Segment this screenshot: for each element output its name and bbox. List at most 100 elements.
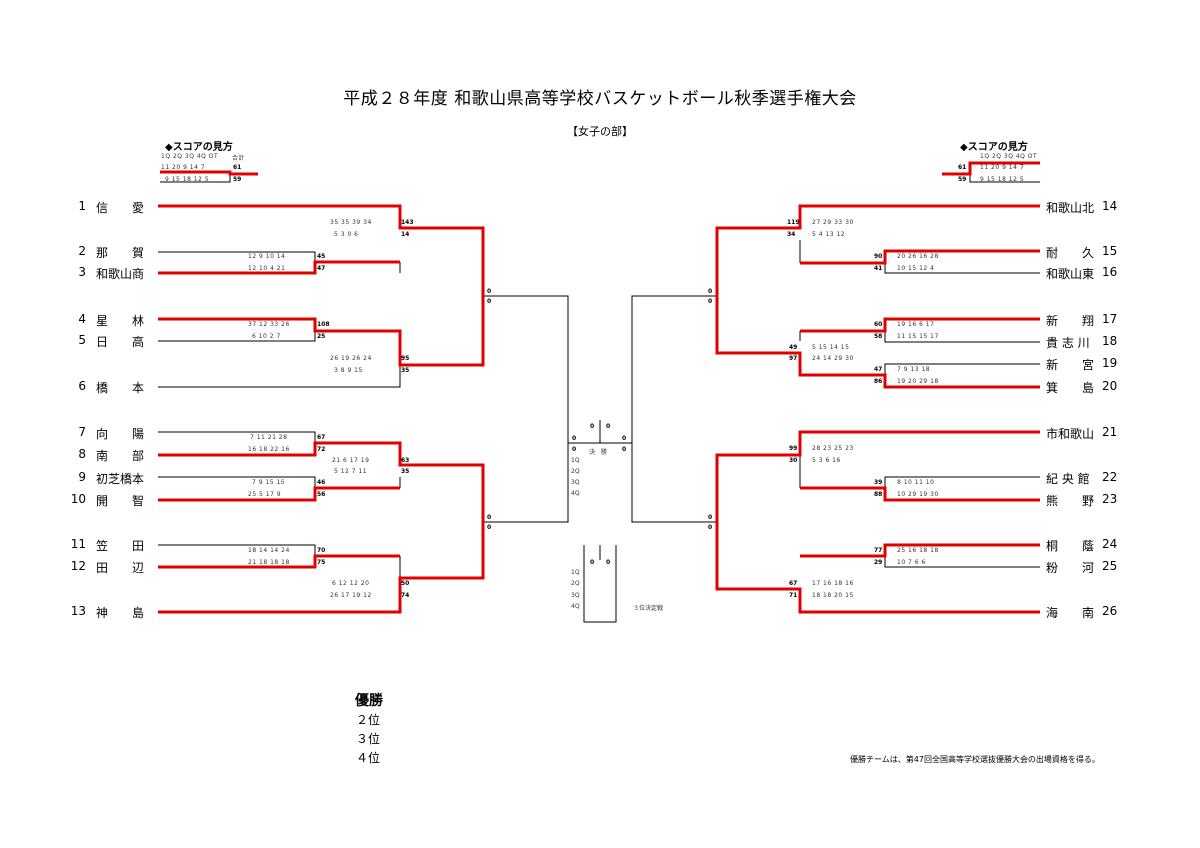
total-score: 50 bbox=[401, 580, 410, 587]
third-score: 0 bbox=[590, 559, 595, 566]
total-score: 34 bbox=[787, 231, 796, 238]
team-number: 11 bbox=[70, 537, 86, 551]
team-name: 貴 志 川 bbox=[1046, 336, 1090, 350]
total-score: 60 bbox=[874, 321, 883, 328]
quarter-scores: 5 3 6 16 bbox=[812, 457, 841, 464]
team-name: 南 部 bbox=[96, 449, 145, 463]
team-name: 海 南 bbox=[1046, 606, 1095, 620]
total-score: 72 bbox=[317, 446, 326, 453]
quarter-scores: 19 20 29 18 bbox=[897, 378, 939, 385]
quarter-scores: 26 19 26 24 bbox=[330, 355, 372, 362]
total-score: 46 bbox=[317, 479, 326, 486]
quarter-scores: 5 12 7 11 bbox=[334, 468, 368, 475]
team-number: 17 bbox=[1102, 312, 1118, 326]
final-score: 0 bbox=[572, 435, 577, 442]
total-score: 74 bbox=[401, 592, 410, 599]
total-score: 0 bbox=[487, 298, 492, 305]
quarter-scores: 35 35 39 34 bbox=[330, 219, 372, 226]
quarter-label: 3Q bbox=[571, 592, 580, 599]
team-name: 田 辺 bbox=[96, 561, 145, 575]
quarter-label: 2Q bbox=[571, 580, 580, 587]
quarter-scores: 27 29 33 30 bbox=[812, 219, 854, 226]
total-score: 35 bbox=[401, 367, 410, 374]
legend-total2-left: 59 bbox=[233, 176, 242, 183]
quarter-scores: 19 16 6 17 bbox=[897, 321, 935, 328]
team-number: 18 bbox=[1102, 334, 1118, 348]
team-name: 粉 河 bbox=[1046, 561, 1095, 575]
place-champion: 優勝 bbox=[355, 693, 383, 709]
team-number: 3 bbox=[78, 265, 86, 279]
division-label: 【女子の部】 bbox=[567, 125, 633, 138]
quarter-scores: 26 17 19 12 bbox=[330, 592, 372, 599]
total-score: 119 bbox=[787, 219, 800, 226]
total-score: 0 bbox=[708, 298, 713, 305]
quarter-scores: 24 14 29 30 bbox=[812, 355, 854, 362]
team-number: 8 bbox=[78, 447, 86, 461]
total-score: 108 bbox=[317, 321, 330, 328]
total-score: 143 bbox=[401, 219, 414, 226]
team-name: 星 林 bbox=[96, 314, 145, 328]
legend-row1-left: 11 20 9 14 7 bbox=[161, 164, 206, 171]
total-score: 63 bbox=[401, 457, 410, 464]
final-label: 決 勝 bbox=[589, 449, 608, 456]
quarter-scores: 5 3 0 6 bbox=[334, 231, 359, 238]
team-name: 神 島 bbox=[96, 606, 145, 620]
quarter-scores: 25 5 17 9 bbox=[248, 491, 282, 498]
legend-quarters-right: 1Q 2Q 3Q 4Q OT bbox=[980, 153, 1038, 160]
total-score: 0 bbox=[487, 524, 492, 531]
quarter-label: 4Q bbox=[571, 490, 580, 497]
total-score: 0 bbox=[708, 514, 713, 521]
team-number: 26 bbox=[1102, 604, 1118, 618]
team-name: 新 宮 bbox=[1046, 358, 1095, 372]
page-title: 平成２８年度 和歌山県高等学校バスケットボール秋季選手権大会 bbox=[343, 89, 857, 109]
team-number: 22 bbox=[1102, 470, 1118, 484]
team-name: 日 高 bbox=[96, 335, 145, 349]
legend-title-left: ◆スコアの見方 bbox=[165, 142, 233, 153]
team-name: 那 賀 bbox=[96, 246, 145, 260]
quarter-label: 2Q bbox=[571, 468, 580, 475]
quarter-scores: 12 9 10 14 bbox=[248, 253, 286, 260]
quarter-scores: 10 15 12 4 bbox=[897, 265, 935, 272]
total-score: 58 bbox=[874, 333, 883, 340]
team-number: 20 bbox=[1102, 379, 1118, 393]
team-number: 6 bbox=[78, 379, 86, 393]
team-name: 橋 本 bbox=[96, 381, 145, 395]
total-score: 14 bbox=[401, 231, 410, 238]
final-score: 0 bbox=[606, 423, 611, 430]
total-score: 67 bbox=[317, 434, 326, 441]
total-score: 45 bbox=[317, 253, 326, 260]
third-score: 0 bbox=[606, 559, 611, 566]
legend-total-label-left: 合計 bbox=[232, 155, 246, 162]
third-place-label: ３位決定戦 bbox=[633, 605, 664, 612]
team-name: 紀 央 館 bbox=[1046, 472, 1090, 486]
total-score: 77 bbox=[874, 547, 883, 554]
quarter-scores: 3 8 9 15 bbox=[334, 367, 363, 374]
quarter-scores: 7 9 15 15 bbox=[252, 479, 286, 486]
team-name: 初芝橋本 bbox=[96, 472, 145, 486]
quarter-scores: 8 10 11 10 bbox=[897, 479, 935, 486]
team-number: 1 bbox=[78, 199, 86, 213]
team-number: 25 bbox=[1102, 559, 1118, 573]
team-name: 笠 田 bbox=[96, 539, 145, 553]
final-score: 0 bbox=[622, 446, 627, 453]
total-score: 88 bbox=[874, 491, 883, 498]
legend-row2-right: 9 15 18 12 5 bbox=[980, 176, 1025, 183]
total-score: 25 bbox=[317, 333, 326, 340]
team-number: 9 bbox=[78, 470, 86, 484]
team-number: 13 bbox=[70, 604, 86, 618]
team-number: 2 bbox=[78, 244, 86, 258]
team-name: 向 陽 bbox=[96, 427, 145, 441]
team-name: 耐 久 bbox=[1046, 246, 1095, 260]
team-name: 信 愛 bbox=[96, 201, 145, 215]
quarter-scores: 17 16 18 16 bbox=[812, 580, 854, 587]
total-score: 70 bbox=[317, 547, 326, 554]
total-score: 0 bbox=[708, 288, 713, 295]
quarter-scores: 10 7 6 6 bbox=[897, 559, 926, 566]
team-number: 4 bbox=[78, 312, 86, 326]
quarter-label: 1Q bbox=[571, 569, 580, 576]
place-fourth: ４位 bbox=[356, 751, 381, 765]
total-score: 95 bbox=[401, 355, 410, 362]
team-number: 15 bbox=[1102, 244, 1118, 258]
team-name: 開 智 bbox=[96, 494, 145, 508]
quarter-scores: 21 6 17 19 bbox=[332, 457, 370, 464]
